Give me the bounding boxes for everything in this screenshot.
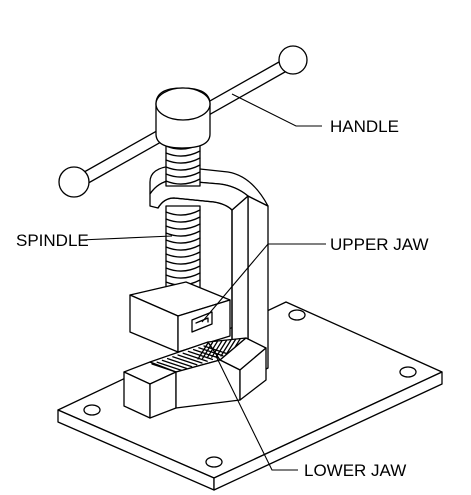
serration-line <box>201 341 214 360</box>
thread-line <box>165 171 201 178</box>
spindle <box>165 137 201 291</box>
base-hole <box>399 366 417 378</box>
serration-line <box>220 339 232 357</box>
handle-knob <box>278 45 308 75</box>
serration-line <box>206 341 218 359</box>
leader-lines <box>79 93 326 471</box>
lower-jaw <box>123 337 267 419</box>
upper-jaw <box>129 281 231 353</box>
handle-leader <box>231 93 322 127</box>
base-hole <box>288 309 306 321</box>
upper-jaw-label: UPPER JAW <box>330 235 429 254</box>
thread-line <box>165 272 201 279</box>
spindle-leader <box>79 235 173 241</box>
handle-label: HANDLE <box>330 117 399 136</box>
base-hole <box>205 456 223 468</box>
lower-jaw-label: LOWER JAW <box>304 461 406 480</box>
thread-line <box>165 237 201 244</box>
thread-line <box>165 265 201 272</box>
serration-line <box>211 340 223 358</box>
thread-line <box>165 223 201 230</box>
serration-line <box>224 338 237 357</box>
base-hole <box>83 404 101 416</box>
spindle-label: SPINDLE <box>16 231 89 250</box>
serration-line <box>172 356 198 366</box>
serration-line <box>156 361 182 371</box>
thread-line <box>165 244 201 251</box>
serration-line <box>161 359 188 370</box>
thread-line <box>165 258 201 265</box>
handle-knob <box>58 166 90 198</box>
thread-line <box>165 157 201 164</box>
thread-line <box>165 150 201 157</box>
serration-line <box>215 339 228 358</box>
serration-line <box>166 357 193 368</box>
thread-line <box>165 178 201 185</box>
thread-line <box>165 164 201 171</box>
serration-line <box>182 352 208 362</box>
thread-line <box>165 251 201 258</box>
upper-jaw-leader <box>201 243 326 323</box>
lower-jaw-leader <box>215 355 298 471</box>
thread-line <box>165 230 201 237</box>
serration-line <box>177 354 203 364</box>
serration-line <box>151 363 177 373</box>
thread-line <box>165 209 201 216</box>
serration-line <box>197 342 209 360</box>
thread-line <box>165 216 201 223</box>
base-holes <box>83 309 417 468</box>
handle <box>58 45 308 198</box>
